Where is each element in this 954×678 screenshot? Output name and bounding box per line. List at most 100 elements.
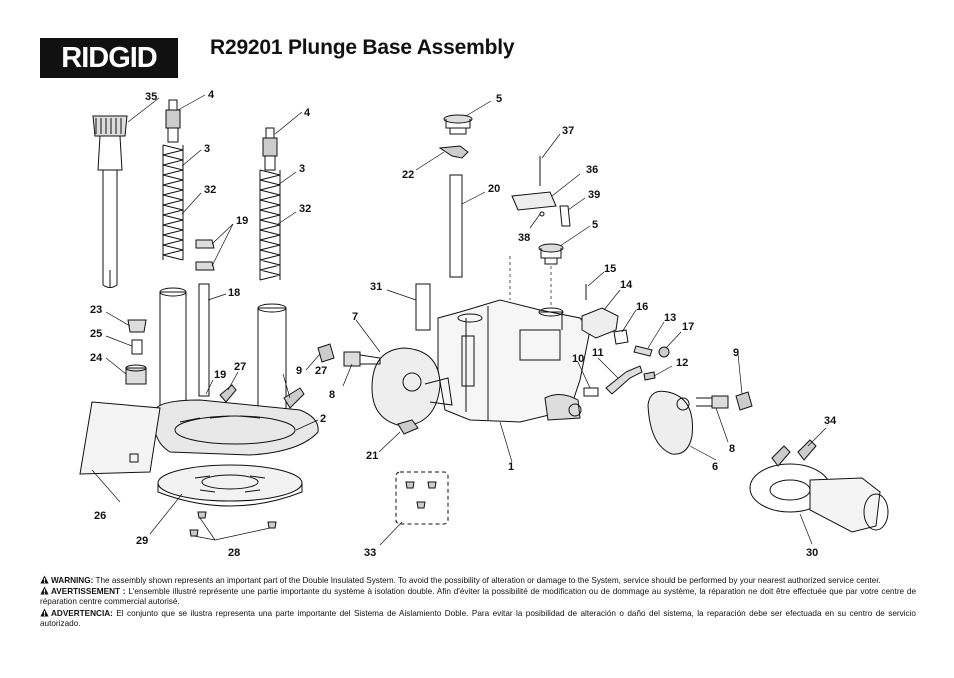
callout-10: 10 [572,353,584,365]
part-6-handle-right [647,390,693,455]
part-30-dust-hood [749,463,889,533]
callout-8-left: 8 [329,389,335,401]
callout-14: 14 [620,279,633,291]
part-29-sub-base [157,464,303,507]
callout-17: 17 [682,321,694,333]
part-36-bracket [511,156,571,227]
part-10-bushing [583,387,599,397]
part-5-knob-lower [538,243,564,265]
callout-38: 38 [518,232,530,244]
part-8-bolt-left [343,351,381,367]
callout-4-left: 4 [208,89,215,101]
page-title: R29201 Plunge Base Assembly [210,36,515,59]
callout-31: 31 [370,281,382,293]
callout-13: 13 [664,312,676,324]
part-5-knob-top [443,114,473,135]
part-16-plate [613,329,629,345]
callout-35: 35 [145,91,157,103]
part-35-depth-rod [92,115,128,288]
part-17-nut [658,346,670,358]
exploded-parts-diagram: 35 4 4 3 3 32 32 19 18 23 25 24 19 27 26… [79,89,889,559]
part-13-pin [633,345,653,357]
avertissement-text: L'ensemble illustré représente une parti… [40,587,916,607]
part-7-handle-left [371,347,453,427]
callout-27-left: 27 [234,361,246,373]
callout-29: 29 [136,535,148,547]
part-33-screw-set [395,471,449,525]
warning-notices: WARNING: The assembly shown represents a… [40,575,916,629]
warning-es: ADVERTENCIA: El conjunto que se ilustra … [40,608,916,629]
part-11-lever [605,365,643,395]
warning-triangle-icon [40,608,49,617]
callout-9-left: 9 [296,365,302,377]
warning-en: WARNING: The assembly shown represents a… [40,575,916,586]
callout-27-right: 27 [315,365,327,377]
callout-28: 28 [228,547,240,559]
part-20-post [449,174,463,278]
callout-30: 30 [806,547,818,559]
warning-text: The assembly shown represents an importa… [95,576,881,585]
callout-9-right: 9 [733,347,739,359]
callout-5-top: 5 [496,93,502,105]
callout-5-lower: 5 [592,219,598,231]
part-9-cap-left [317,343,335,363]
part-1-housing [437,299,591,423]
callout-25: 25 [90,328,102,340]
part-26-chip-shield [79,401,161,475]
callout-6: 6 [712,461,718,473]
callout-21: 21 [366,450,378,462]
advertencia-text: El conjunto que se ilustra representa un… [40,608,916,628]
warning-heading: WARNING: [51,576,94,585]
advertencia-heading: ADVERTENCIA: [51,608,113,618]
part-12-screw [643,371,656,381]
callout-2: 2 [320,413,326,425]
callout-15: 15 [604,263,616,275]
callout-3-right: 3 [299,163,305,175]
warning-triangle-icon [40,575,49,584]
callout-numbers: 35 4 4 3 3 32 32 19 18 23 25 24 19 27 26… [90,89,837,559]
leader-lines [91,94,827,546]
part-32-spring-right [259,127,281,281]
callout-19-top: 19 [236,215,248,227]
avertissement-heading: AVERTISSEMENT : [51,587,126,597]
callout-11: 11 [592,347,604,359]
callout-7: 7 [352,311,358,323]
callout-12: 12 [676,357,688,369]
part-18-rod [198,283,210,397]
callout-23: 23 [90,304,102,316]
callout-32-left: 32 [204,184,216,196]
callout-19-bottom: 19 [214,369,226,381]
part-8-bolt-right [696,395,729,409]
callout-24: 24 [90,352,103,364]
ridgid-logo: RIDGID [40,38,178,78]
callout-37: 37 [562,125,574,137]
callout-34: 34 [824,415,837,427]
part-19-nuts [195,239,215,271]
callout-8-right: 8 [729,443,735,455]
warning-triangle-icon [40,586,49,595]
part-14-switch [581,284,619,339]
callout-3-left: 3 [204,143,210,155]
part-22-clip [438,145,469,159]
part-31-label [415,283,431,331]
callout-4-right: 4 [304,107,311,119]
callout-32-right: 32 [299,203,311,215]
callout-22: 22 [402,169,414,181]
part-23-knob [125,319,147,385]
callout-16: 16 [636,301,648,313]
callout-1: 1 [508,461,514,473]
callout-33: 33 [364,547,376,559]
part-27-levers [219,384,305,409]
part-2-base [153,399,319,456]
callout-20: 20 [488,183,500,195]
part-21-lock [397,419,419,435]
warning-fr: AVERTISSEMENT : L'ensemble illustré repr… [40,586,916,607]
callout-26: 26 [94,510,106,522]
callout-18: 18 [228,287,240,299]
part-34-clips [771,439,817,467]
part-28-screws [189,511,277,537]
part-9-cap-right [735,391,753,411]
callout-36: 36 [586,164,598,176]
logo-text: RIDGID [61,42,157,74]
part-32-spring-left [162,99,184,261]
